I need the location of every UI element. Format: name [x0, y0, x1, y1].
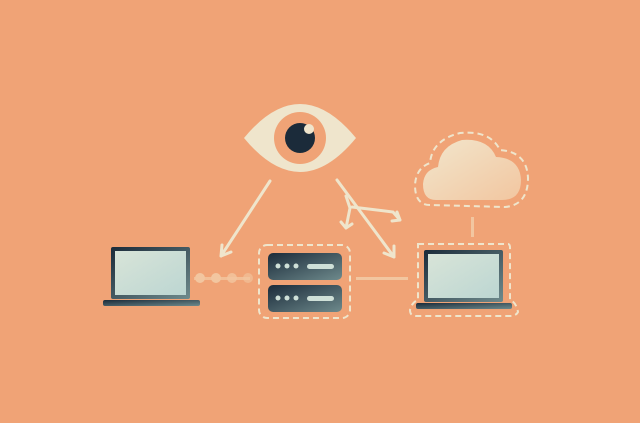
laptop-right-icon [408, 243, 520, 317]
arrow-branch-right [350, 205, 402, 223]
connection-line [356, 277, 408, 280]
arrow-branch-down [339, 194, 354, 230]
arrows [219, 178, 402, 259]
eye-icon [244, 104, 356, 172]
arrow-to-right-laptop [335, 178, 396, 259]
dotted-connection [194, 273, 253, 283]
laptop-left-icon [103, 247, 200, 306]
server-icon [258, 244, 351, 319]
arrow-to-left-laptop [219, 179, 272, 258]
cloud-link [471, 217, 474, 237]
cloud-icon [413, 131, 530, 209]
